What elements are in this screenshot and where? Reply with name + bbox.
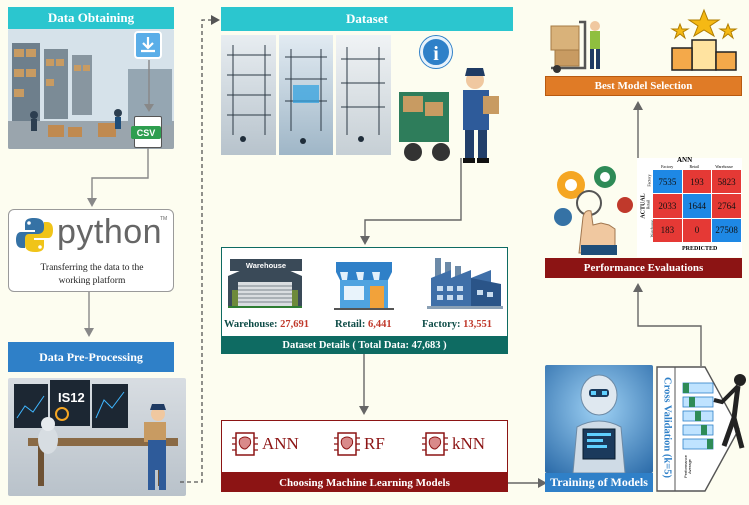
category-retail-label: Retail: [335, 319, 366, 330]
python-wordmark: python [57, 213, 163, 251]
cross-validation-label-wrap: Cross Validation (k=5) [660, 374, 674, 484]
predicted-axis-label: PREDICTED [682, 246, 718, 252]
python-platform-box: python TM Transferring the data to the w… [8, 209, 174, 292]
dataset-panel-retail [336, 35, 392, 155]
col-label-warehouse: Warehouse [715, 164, 733, 169]
connector-cv-to-evaluation [633, 283, 702, 366]
data-obtaining-header: Data Obtaining [8, 7, 174, 29]
row-label-factory: Factory [646, 174, 652, 187]
matrix-cell: 183 [653, 218, 682, 242]
dashed-connector-to-dataset [180, 15, 220, 483]
matrix-cell: 0 [682, 218, 712, 242]
dataset-details-title: Dataset Details ( Total Data: 47,683 ) [282, 339, 447, 351]
col-label-retail: Retail [689, 164, 700, 169]
preprocessing-header: Data Pre-Processing [8, 342, 174, 372]
brain-chip-icon [422, 432, 448, 456]
matrix-cell: 2764 [712, 194, 741, 218]
confusion-matrix: ANN ACTUAL PREDICTED Factory Retail Ware… [637, 156, 742, 257]
dataset-details-footer: Dataset Details ( Total Data: 47,683 ) [221, 336, 508, 354]
category-retail: Retail: 6,441 [335, 319, 392, 330]
python-trademark: TM [160, 216, 168, 222]
model-knn: kNN [422, 429, 485, 459]
connector-evaluation-to-best [633, 101, 643, 158]
preprocessing-title: Data Pre-Processing [39, 349, 143, 364]
matrix-cell: 193 [682, 170, 712, 194]
matrix-cell: 5823 [712, 170, 741, 194]
performance-evaluations-header: Performance Evaluations [545, 258, 742, 278]
factory-icon [427, 258, 503, 309]
python-logo-icon [16, 218, 53, 252]
category-retail-value: 6,441 [367, 319, 392, 330]
model-rf-label: RF [364, 434, 385, 453]
best-model-header: Best Model Selection [545, 76, 742, 96]
transfer-description: Transferring the data to the working pla… [40, 263, 144, 286]
podium-stars-icon [670, 8, 738, 71]
category-warehouse: Warehouse: 27,691 [224, 319, 309, 330]
model-ann-label: ANN [262, 434, 299, 453]
hand-truck-boxes-icon [550, 20, 600, 73]
matrix-column-labels: Factory Retail Warehouse [653, 164, 741, 169]
delivery-worker-illustration [399, 68, 499, 163]
cross-validation-panel [656, 366, 740, 492]
preprocessing-scene-image: IS12 [8, 378, 186, 496]
col-label-factory: Factory [661, 164, 674, 169]
info-icon: i [420, 36, 452, 68]
dataset-header: Dataset [221, 7, 513, 31]
models-footer: Choosing Machine Learning Models [221, 473, 508, 492]
category-factory-label: Factory: [422, 319, 461, 330]
matrix-row-labels: Factory Retail Warehouse [643, 170, 654, 242]
connector-details-to-models [359, 354, 369, 415]
training-header: Training of Models [545, 473, 653, 492]
row-label-retail: Retail [645, 199, 651, 210]
warehouse-sign: Warehouse [230, 259, 302, 271]
category-factory: Factory: 13,551 [422, 319, 492, 330]
cv-average-label: Average [686, 459, 692, 474]
cross-validation-label: Cross Validation (k=5) [661, 377, 673, 478]
models-title: Choosing Machine Learning Models [279, 476, 450, 489]
dataset-title: Dataset [346, 11, 388, 26]
flow-arrow [144, 60, 154, 112]
csv-label: CSV [131, 126, 161, 139]
hand-gears-icon [554, 166, 633, 255]
model-rf: RF [334, 429, 385, 459]
matrix-grid: 7535 193 5823 2033 1644 2764 183 0 27508 [653, 170, 741, 242]
screen-code-label: IS12 [58, 390, 85, 405]
cv-axis-labels: Performance Average [683, 454, 698, 486]
performance-evaluations-title: Performance Evaluations [583, 262, 704, 274]
category-factory-value: 13,551 [463, 319, 492, 330]
brain-chip-icon [232, 432, 258, 456]
confusion-matrix-title: ANN [677, 156, 693, 164]
training-title: Training of Models [550, 475, 648, 489]
model-knn-label: kNN [452, 434, 486, 453]
brain-chip-icon [334, 432, 360, 456]
matrix-cell: 27508 [712, 218, 741, 242]
connector-dataset-to-details [360, 158, 462, 245]
models-box: ANN RF kNN [221, 420, 508, 473]
download-icon [134, 31, 162, 59]
matrix-cell: 2033 [653, 194, 682, 218]
category-warehouse-label: Warehouse: [224, 319, 278, 330]
best-model-title: Best Model Selection [594, 80, 693, 92]
data-obtaining-title: Data Obtaining [47, 10, 135, 25]
connector-obtaining-to-python [87, 148, 149, 207]
csv-file-icon: CSV [131, 116, 162, 148]
connector-models-to-training [508, 478, 547, 488]
robot-tablet-image [545, 365, 653, 473]
retail-store-icon [334, 262, 394, 310]
connector-python-to-preprocessing [84, 292, 94, 337]
model-ann: ANN [232, 429, 299, 459]
category-warehouse-value: 27,691 [280, 319, 309, 330]
warehouse-building-icon [228, 260, 302, 308]
matrix-cell: 7535 [653, 170, 682, 194]
pushing-figure-icon [713, 374, 746, 449]
matrix-cell: 1644 [682, 194, 712, 218]
